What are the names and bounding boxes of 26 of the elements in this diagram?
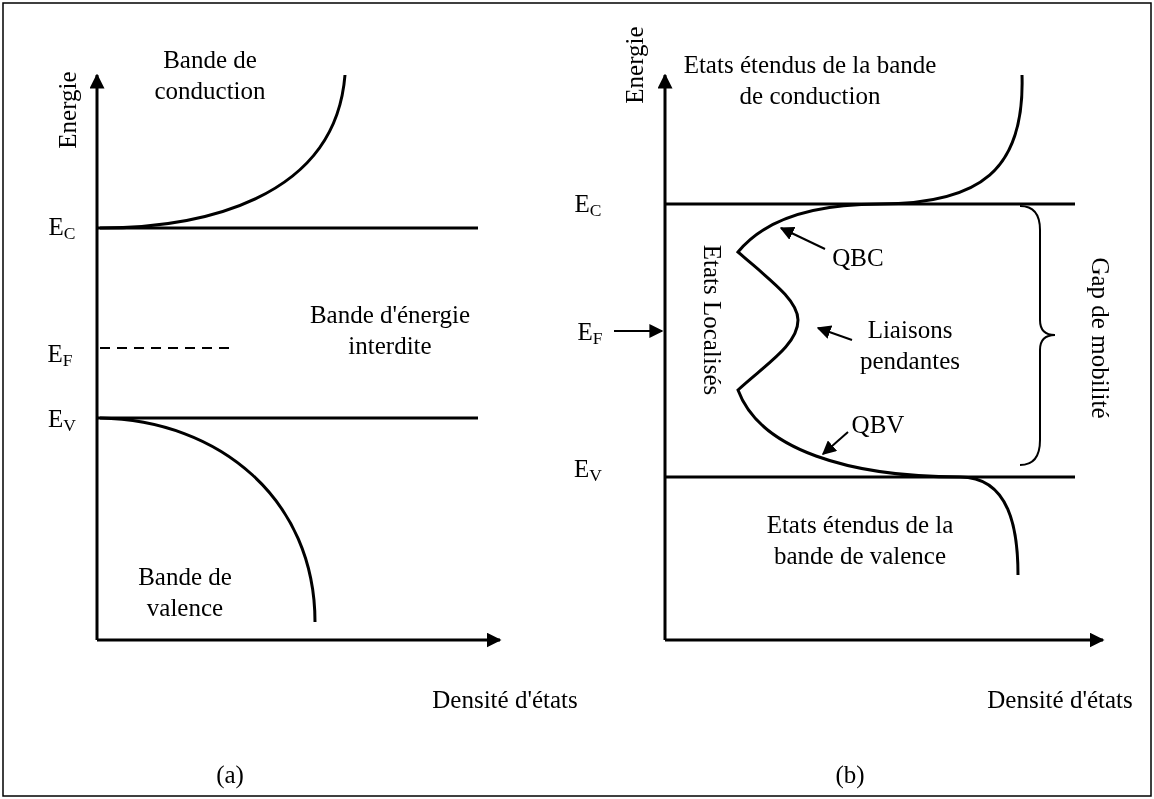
axis-label: Densité d'états <box>986 685 1134 716</box>
energy-level-label: E$_{F}$ <box>565 315 615 351</box>
energy-level-label: E$_{V}$ <box>573 453 603 488</box>
energy-level-label: E$_{F}$ <box>46 338 74 373</box>
panel-label: (b) <box>834 760 866 791</box>
leader-arrow <box>779 227 826 250</box>
callout-label: QBV <box>843 409 913 441</box>
axis-label: Energie <box>620 25 650 106</box>
band-label: Etats étendus de la bande de valence <box>765 509 955 571</box>
leader-arrow <box>821 431 849 455</box>
leader-arrow <box>613 324 664 338</box>
energy-level-label: E$_{C}$ <box>573 188 603 223</box>
energy-level-label: E$_{C}$ <box>47 211 77 246</box>
band-label: Etats étendus de la bande de conduction <box>682 49 938 111</box>
energy-level-label: E$_{V}$ <box>47 403 77 438</box>
region-label: Gap de mobilité <box>1085 256 1115 421</box>
band-label: Bande de valence <box>137 561 233 623</box>
axis-label: Energie <box>53 70 83 151</box>
panel-label: (a) <box>215 760 245 791</box>
region-label: Etats Localisés <box>697 243 727 398</box>
band-label: Bande de conduction <box>153 44 267 106</box>
axis-label: Densité d'états <box>431 685 579 716</box>
leader-arrow <box>816 325 853 341</box>
callout-label: QBC <box>823 242 893 274</box>
band-label: Bande d'énergie interdite <box>308 299 472 361</box>
callout-label: Liaisons pendantes <box>840 313 980 377</box>
